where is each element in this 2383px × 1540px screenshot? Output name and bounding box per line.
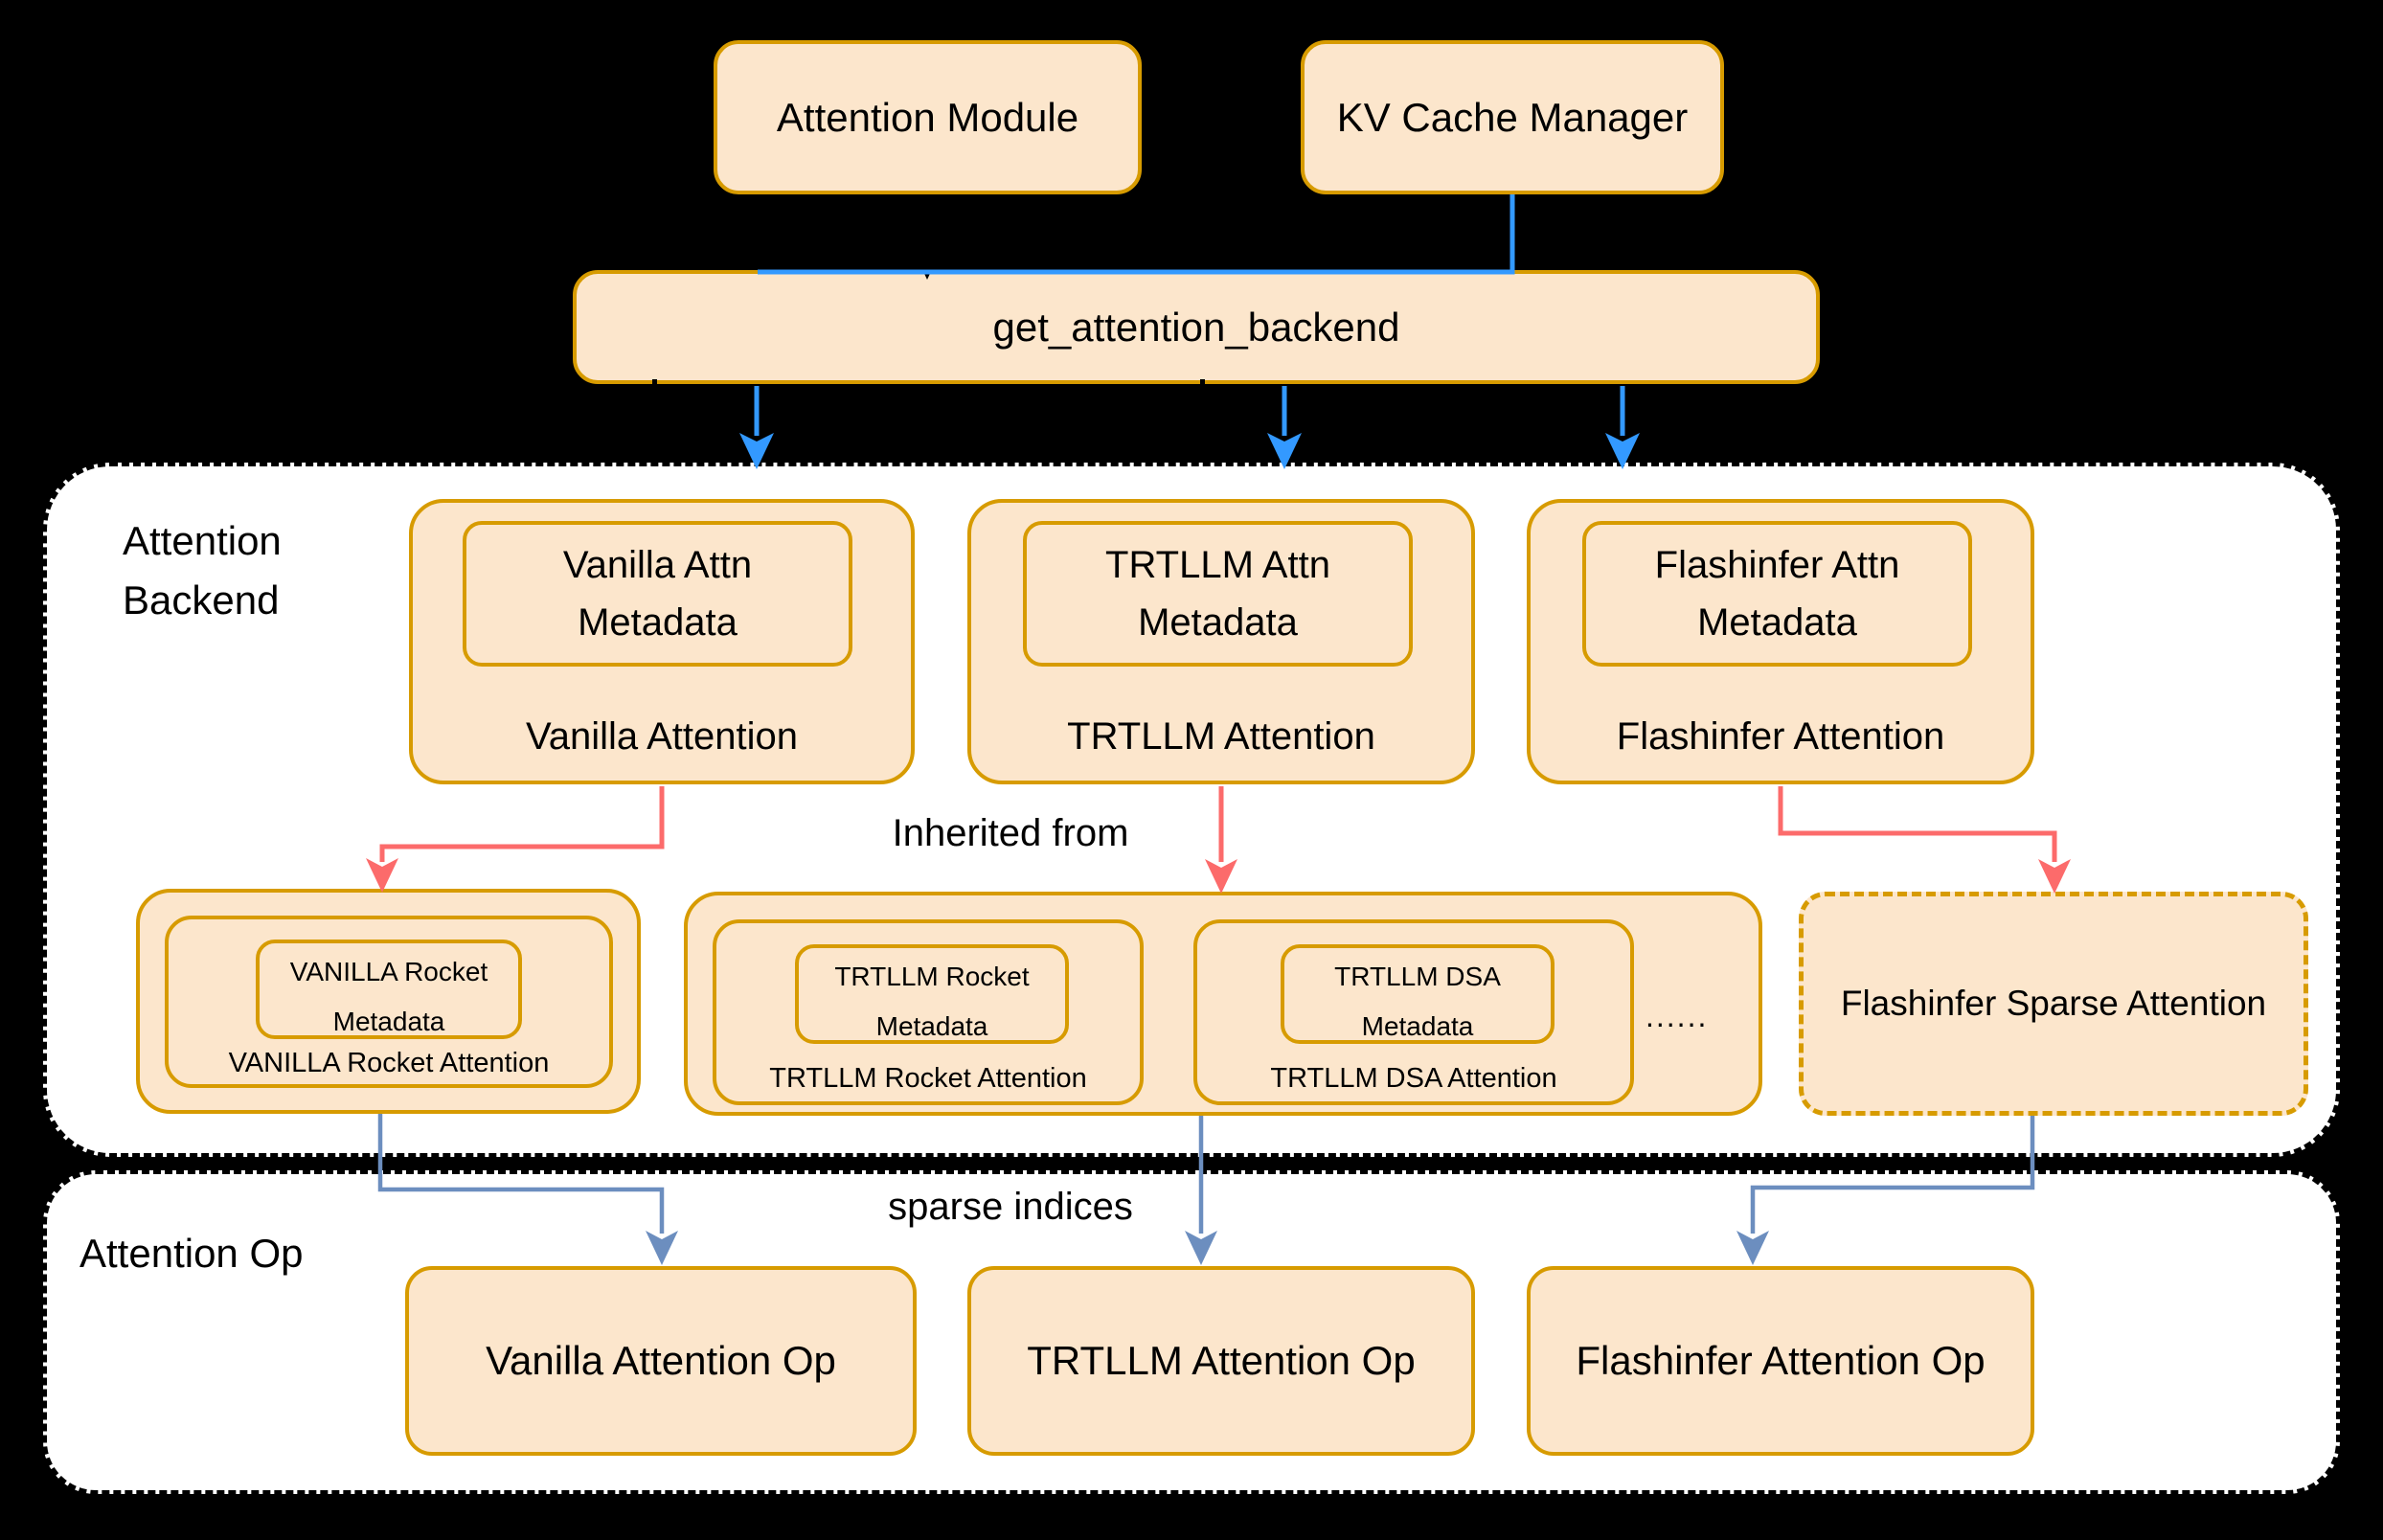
trtllm-attention-op-label: TRTLLM Attention Op bbox=[1027, 1338, 1416, 1383]
vanilla-rocket-attention-label: VANILLA Rocket Attention bbox=[228, 1048, 550, 1078]
trtllm-attn-metadata-node[interactable]: TRTLLM Attn Metadata bbox=[1023, 521, 1413, 667]
backend-section-label: Attention Backend bbox=[123, 511, 282, 630]
flashinfer-attention-op-node[interactable]: Flashinfer Attention Op bbox=[1527, 1266, 2034, 1456]
backend-section-label-line1: Attention bbox=[123, 518, 282, 563]
inherited-from-label: Inherited from bbox=[892, 812, 1129, 854]
trtllm-attn-metadata-line2: Metadata bbox=[1138, 601, 1298, 644]
trtllm-dsa-metadata-node[interactable]: TRTLLM DSA Metadata bbox=[1281, 944, 1555, 1044]
backend-section-label-line2: Backend bbox=[123, 578, 280, 623]
edge-attention-module-to-gab bbox=[911, 194, 943, 280]
trtllm-dsa-attention-node[interactable]: TRTLLM DSA Metadata TRTLLM DSA Attention bbox=[1193, 919, 1634, 1105]
edge-kv-cache-to-gab bbox=[758, 194, 1515, 275]
flashinfer-attention-label: Flashinfer Attention bbox=[1616, 715, 1945, 758]
attention-module-label: Attention Module bbox=[776, 94, 1079, 140]
kv-cache-manager-label: KV Cache Manager bbox=[1336, 94, 1689, 140]
trtllm-dsa-metadata-line1: TRTLLM DSA bbox=[1334, 962, 1501, 991]
get-attention-backend-label: get_attention_backend bbox=[992, 304, 1400, 350]
kv-cache-manager-node[interactable]: KV Cache Manager bbox=[1301, 40, 1724, 194]
trtllm-rocket-attention-label: TRTLLM Rocket Attention bbox=[769, 1063, 1087, 1094]
vanilla-attn-metadata-line1: Vanilla Attn bbox=[562, 544, 753, 586]
get-attention-backend-node[interactable]: get_attention_backend bbox=[573, 270, 1820, 384]
flashinfer-sparse-attention-node[interactable]: Flashinfer Sparse Attention bbox=[1799, 892, 2308, 1116]
trtllm-derived-group: TRTLLM Rocket Metadata TRTLLM Rocket Att… bbox=[684, 892, 1762, 1116]
trtllm-attention-label: TRTLLM Attention bbox=[1067, 715, 1375, 758]
more-backends-ellipsis: ...... bbox=[1645, 999, 1709, 1033]
flashinfer-attention-op-label: Flashinfer Attention Op bbox=[1576, 1338, 1986, 1383]
flashinfer-attn-metadata-node[interactable]: Flashinfer Attn Metadata bbox=[1582, 521, 1972, 667]
op-section-label: Attention Op bbox=[79, 1231, 304, 1276]
flashinfer-attn-metadata-line2: Metadata bbox=[1697, 601, 1857, 644]
trtllm-dsa-attention-label: TRTLLM DSA Attention bbox=[1270, 1063, 1557, 1094]
trtllm-rocket-attention-node[interactable]: TRTLLM Rocket Metadata TRTLLM Rocket Att… bbox=[713, 919, 1144, 1105]
vanilla-rocket-group: VANILLA Rocket Metadata VANILLA Rocket A… bbox=[136, 889, 641, 1114]
vanilla-attn-metadata-line2: Metadata bbox=[578, 601, 738, 644]
sparse-indices-label: sparse indices bbox=[888, 1186, 1133, 1228]
trtllm-dsa-metadata-line2: Metadata bbox=[1361, 1011, 1474, 1041]
edge-gab-to-flashinfer bbox=[1605, 386, 1640, 469]
vanilla-rocket-attention-node[interactable]: VANILLA Rocket Metadata VANILLA Rocket A… bbox=[165, 916, 613, 1088]
vanilla-rocket-metadata-line2: Metadata bbox=[332, 1007, 445, 1036]
vanilla-attention-op-node[interactable]: Vanilla Attention Op bbox=[405, 1266, 917, 1456]
trtllm-rocket-metadata-line2: Metadata bbox=[875, 1011, 988, 1041]
trtllm-attention-node[interactable]: TRTLLM Attn Metadata TRTLLM Attention bbox=[967, 499, 1475, 784]
edge-gab-to-vanilla bbox=[739, 386, 774, 469]
vanilla-rocket-metadata-line1: VANILLA Rocket bbox=[289, 957, 488, 986]
trtllm-attn-metadata-line1: TRTLLM Attn bbox=[1105, 544, 1330, 586]
vanilla-attention-op-label: Vanilla Attention Op bbox=[486, 1338, 836, 1383]
vanilla-attention-node[interactable]: Vanilla Attn Metadata Vanilla Attention bbox=[409, 499, 915, 784]
flashinfer-sparse-attention-label: Flashinfer Sparse Attention bbox=[1840, 984, 2267, 1023]
trtllm-rocket-metadata-line1: TRTLLM Rocket bbox=[834, 962, 1030, 991]
flashinfer-attn-metadata-line1: Flashinfer Attn bbox=[1654, 544, 1900, 586]
vanilla-attention-label: Vanilla Attention bbox=[526, 715, 798, 758]
vanilla-attn-metadata-node[interactable]: Vanilla Attn Metadata bbox=[463, 521, 852, 667]
trtllm-attention-op-node[interactable]: TRTLLM Attention Op bbox=[967, 1266, 1475, 1456]
edge-gab-to-trtllm bbox=[1267, 386, 1302, 469]
vanilla-rocket-metadata-node[interactable]: VANILLA Rocket Metadata bbox=[256, 940, 522, 1039]
flashinfer-attention-node[interactable]: Flashinfer Attn Metadata Flashinfer Atte… bbox=[1527, 499, 2034, 784]
attention-module-node[interactable]: Attention Module bbox=[714, 40, 1142, 194]
trtllm-rocket-metadata-node[interactable]: TRTLLM Rocket Metadata bbox=[795, 944, 1069, 1044]
